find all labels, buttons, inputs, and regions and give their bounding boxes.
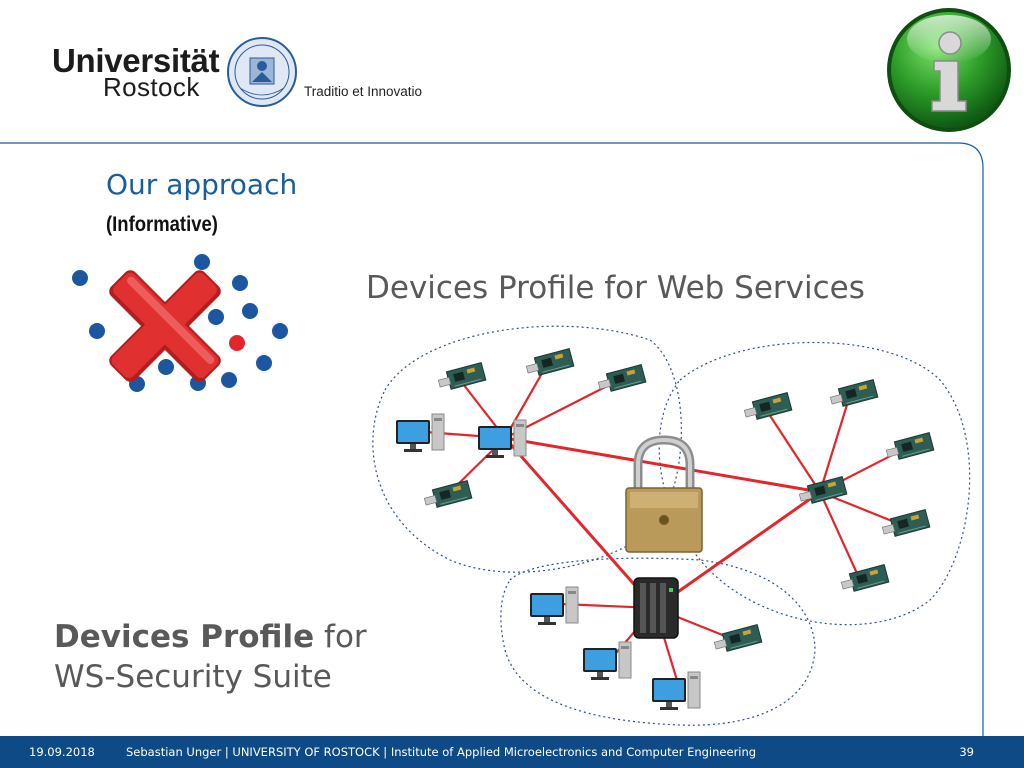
slide-footer: 19.09.2018 Sebastian Unger | UNIVERSITY … [0,736,1024,768]
slide-header: Universität Rostock Traditio et Innovati… [0,0,1024,140]
dot [272,323,288,339]
desktop-pc-icon [395,413,445,453]
crossed-out-dots-graphic [72,254,288,392]
dot [221,372,237,388]
dot [89,323,105,339]
desktop-pc-icon [582,641,632,681]
circuit-board-icon [839,564,890,595]
university-seal-icon [227,37,297,107]
footer-date: 19.09.2018 [29,745,95,759]
bottom-title-line2: WS-Security Suite [54,659,332,695]
logo-rostock-text: Rostock [103,72,200,102]
footer-text: Sebastian Unger | UNIVERSITY OF ROSTOCK … [126,745,757,759]
red-dot [229,335,245,351]
circuit-board-icon [596,364,647,395]
info-icon [887,8,1011,132]
dot [256,355,272,371]
padlock-icon [625,435,703,553]
circuit-board-icon [422,480,473,511]
network-diagram [372,325,971,726]
logo-motto: Traditio et Innovatio [304,84,423,99]
circuit-board-icon [436,362,487,393]
slide-subtitle: Our approach [106,168,298,201]
circuit-board-icon [524,348,575,379]
dot [158,359,174,375]
network-cloud-right [658,341,971,626]
dot [242,303,258,319]
circuit-board-icon [880,509,931,540]
desktop-pc-icon [529,586,579,626]
circuit-board-icon [828,379,879,410]
dot [194,254,210,270]
dpws-title: Devices Profile for Web Services [366,270,865,306]
dot [232,275,248,291]
circuit-board-icon [712,624,763,655]
logo-university-text: Universität [52,42,220,79]
dot [208,309,224,325]
bottom-title-rest: for [314,619,367,655]
bottom-title: Devices Profile for WS-Security Suite [54,617,367,697]
slide-note: (Informative) [106,213,218,236]
dot [72,270,88,286]
page-number: 39 [959,745,974,759]
desktop-pc-icon [477,419,527,459]
bottom-title-bold: Devices Profile [54,619,315,655]
circuit-board-icon [742,392,793,423]
red-x-icon [109,270,221,382]
circuit-board-icon [884,432,935,463]
server-icon [633,577,679,639]
